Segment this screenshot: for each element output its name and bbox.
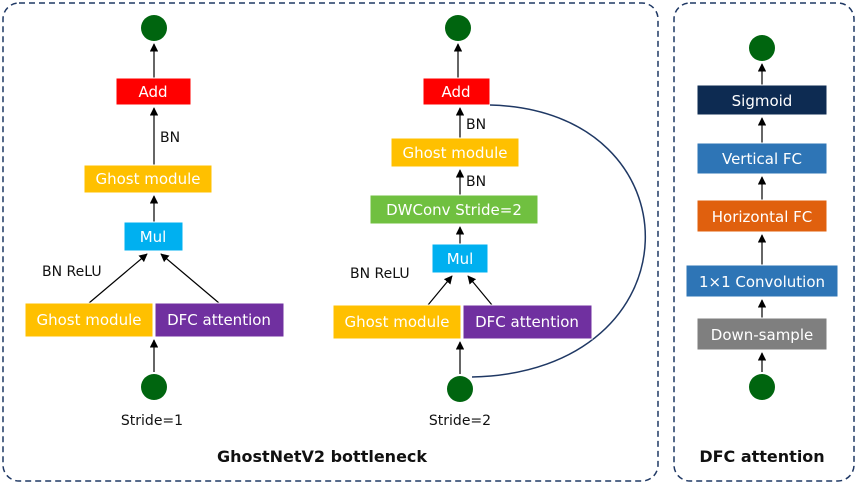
s2-ghost-bottom-label: Ghost module	[345, 313, 450, 331]
dfc-downsample-label: Down-sample	[711, 326, 813, 344]
s2-mul-label: Mul	[447, 250, 474, 268]
dfc-sigmoid-label: Sigmoid	[732, 92, 793, 110]
s1-add-box	[115, 77, 192, 106]
dfc-vertical-fc-label: Vertical FC	[722, 150, 802, 168]
dfc-horizontal-fc-label: Horizontal FC	[712, 208, 812, 226]
s1-bn-label: BN	[160, 130, 180, 146]
s2-output-node	[445, 15, 471, 41]
s1-arrow-dfc-mul	[160, 253, 220, 304]
s1-mul-box	[123, 221, 184, 252]
s2-dfc-label: DFC attention	[475, 313, 579, 331]
s2-dfc-box	[462, 304, 593, 340]
s2-mul-box	[431, 243, 489, 274]
s1-output-node	[141, 15, 167, 41]
s1-input-node	[141, 374, 167, 400]
s1-ghost-top-label: Ghost module	[96, 170, 201, 188]
dfc-panel-title: DFC attention	[699, 447, 824, 466]
s2-bn2-label: BN	[466, 174, 486, 190]
dfc-input-node	[749, 374, 775, 400]
s1-mul-label: Mul	[140, 228, 167, 246]
s2-arrow-dfc-mul	[467, 275, 493, 306]
s2-ghost-bottom-box	[332, 304, 462, 340]
bottleneck-panel	[2, 2, 659, 482]
s2-add-label: Add	[441, 83, 470, 101]
dfc-conv-label: 1×1 Convolution	[699, 273, 825, 291]
dfc-sigmoid-box	[696, 84, 828, 116]
dfc-horizontal-fc-box	[696, 199, 828, 233]
s1-dfc-label: DFC attention	[167, 311, 271, 329]
dfc-vertical-fc-box	[696, 142, 828, 175]
dfc-output-node	[749, 35, 775, 61]
s2-dwconv-label: DWConv Stride=2	[386, 201, 522, 219]
bottleneck-title: GhostNetV2 bottleneck	[217, 447, 427, 466]
s1-stride-label: Stride=1	[121, 413, 183, 429]
s2-bn-relu-label: BN ReLU	[350, 266, 410, 282]
s2-add-box	[422, 77, 491, 106]
s1-add-label: Add	[138, 83, 167, 101]
s2-ghost-top-box	[390, 137, 520, 168]
dfc-downsample-box	[696, 317, 828, 351]
s2-stride-label: Stride=2	[429, 413, 491, 429]
dfc-conv-box	[685, 264, 839, 298]
s2-ghost-top-label: Ghost module	[403, 144, 508, 162]
s1-dfc-box	[154, 302, 285, 338]
s1-ghost-bottom-label: Ghost module	[37, 311, 142, 329]
s2-bn1-label: BN	[466, 117, 486, 133]
s2-arrow-ghost-mul	[427, 275, 453, 306]
dfc-panel	[673, 2, 855, 482]
s1-bn-relu-label: BN ReLU	[42, 264, 102, 280]
s2-dwconv-box	[369, 194, 539, 225]
s2-input-node	[447, 376, 473, 402]
s1-ghost-top-box	[83, 164, 213, 194]
s1-arrow-ghost-mul	[88, 253, 148, 304]
s1-ghost-bottom-box	[24, 302, 154, 338]
s2-shortcut-curve	[471, 104, 647, 378]
